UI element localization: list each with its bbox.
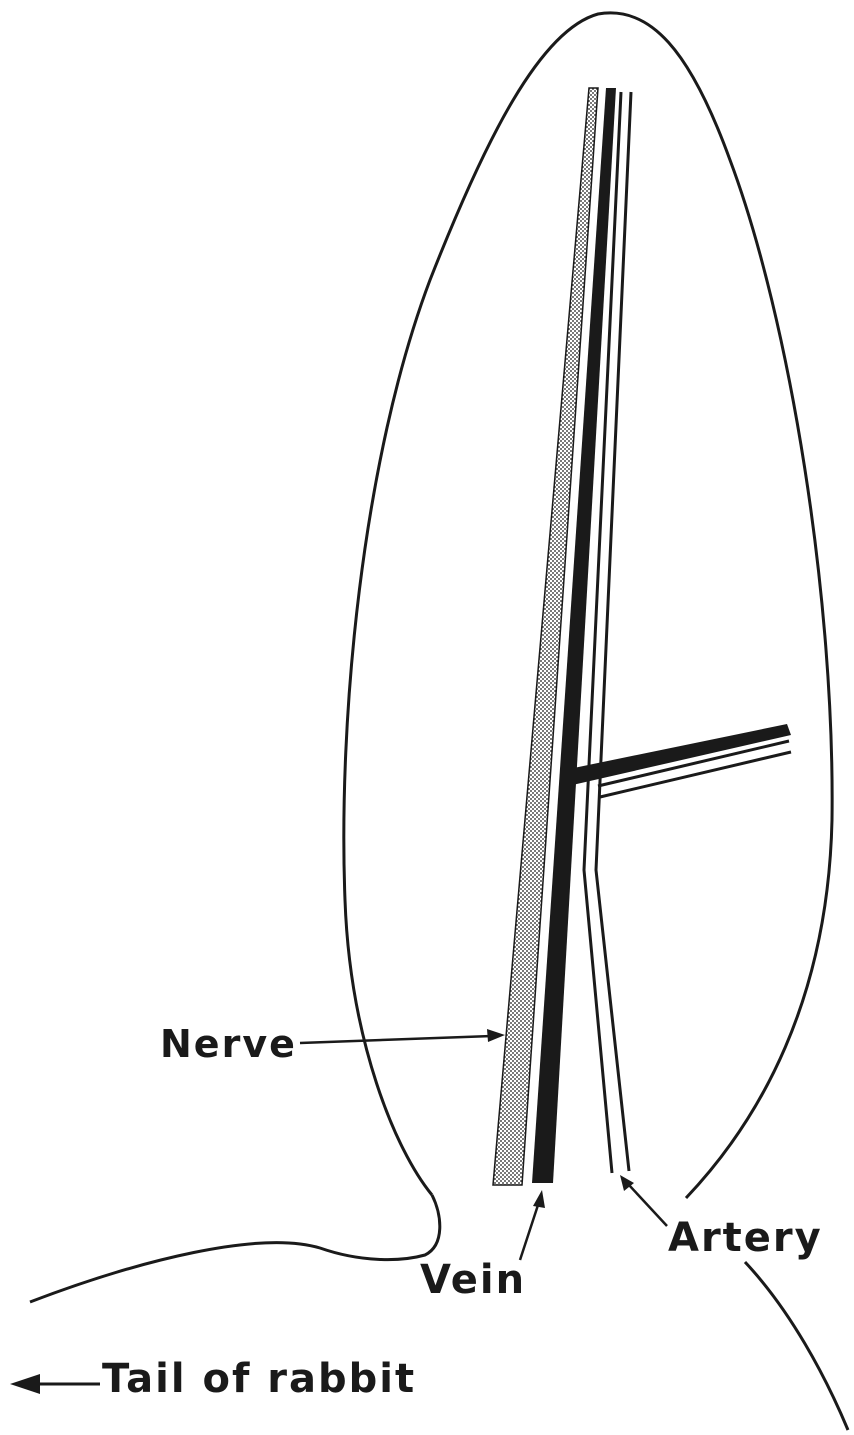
- nerve-label: Nerve: [160, 1022, 297, 1066]
- vein-label: Vein: [420, 1257, 526, 1303]
- vein-pointer-line: [520, 1202, 539, 1260]
- tail-direction-arrowhead: [10, 1374, 40, 1394]
- artery-pointer-line: [629, 1185, 667, 1226]
- vein-pointer-arrowhead: [533, 1190, 545, 1208]
- nerve-pointer-arrowhead: [487, 1029, 505, 1042]
- artery-label: Artery: [668, 1215, 823, 1261]
- head-outline-left: [30, 1195, 440, 1302]
- tail-label: Tail of rabbit: [102, 1356, 416, 1402]
- head-outline-right: [745, 1262, 848, 1430]
- nerve-pointer-line: [300, 1036, 492, 1043]
- vein-branch: [564, 724, 791, 786]
